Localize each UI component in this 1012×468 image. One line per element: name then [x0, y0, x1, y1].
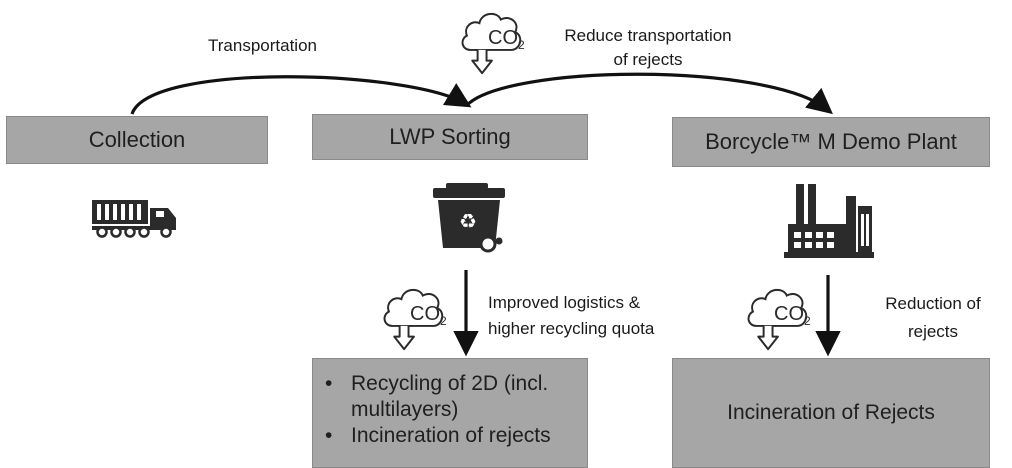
- recycling-item: Incineration of rejects: [325, 423, 551, 449]
- recycle-symbol: ♻: [459, 209, 477, 233]
- incineration-rejects-node: Incineration of Rejects: [672, 358, 990, 468]
- factory-icon: [784, 184, 874, 258]
- incineration-rejects-label: Incineration of Rejects: [727, 401, 935, 424]
- reduce-transportation-label: Reduce transportation of rejects: [564, 26, 732, 69]
- borcycle-plant-node: Borcycle™ M Demo Plant: [672, 117, 990, 167]
- reduction-of-rejects-label: Reduction of rejects: [885, 294, 981, 341]
- co2-left-text: CO2: [410, 303, 447, 328]
- lwp-sorting-label: LWP Sorting: [389, 124, 511, 149]
- recycling-item: Recycling of 2D (incl. multilayers): [325, 371, 551, 423]
- recycling-node: Recycling of 2D (incl. multilayers) Inci…: [312, 358, 588, 468]
- reject-transport-arrow: [464, 72, 833, 115]
- collection-node: Collection: [6, 116, 268, 164]
- transportation-label: Transportation: [208, 36, 317, 55]
- co2-right-text: CO2: [774, 303, 811, 328]
- recycling-list: Recycling of 2D (incl. multilayers) Inci…: [325, 371, 551, 449]
- co2-top-text: CO2: [488, 27, 525, 52]
- lwp-sorting-node: LWP Sorting: [312, 114, 588, 160]
- collection-label: Collection: [88, 127, 186, 152]
- transportation-arrow: [130, 75, 472, 115]
- truck-icon: [92, 200, 176, 238]
- borcycle-plant-label: Borcycle™ M Demo Plant: [705, 129, 957, 154]
- recycling-bin-icon: ♻: [433, 183, 505, 253]
- improved-logistics-label: Improved logistics & higher recycling qu…: [488, 293, 655, 338]
